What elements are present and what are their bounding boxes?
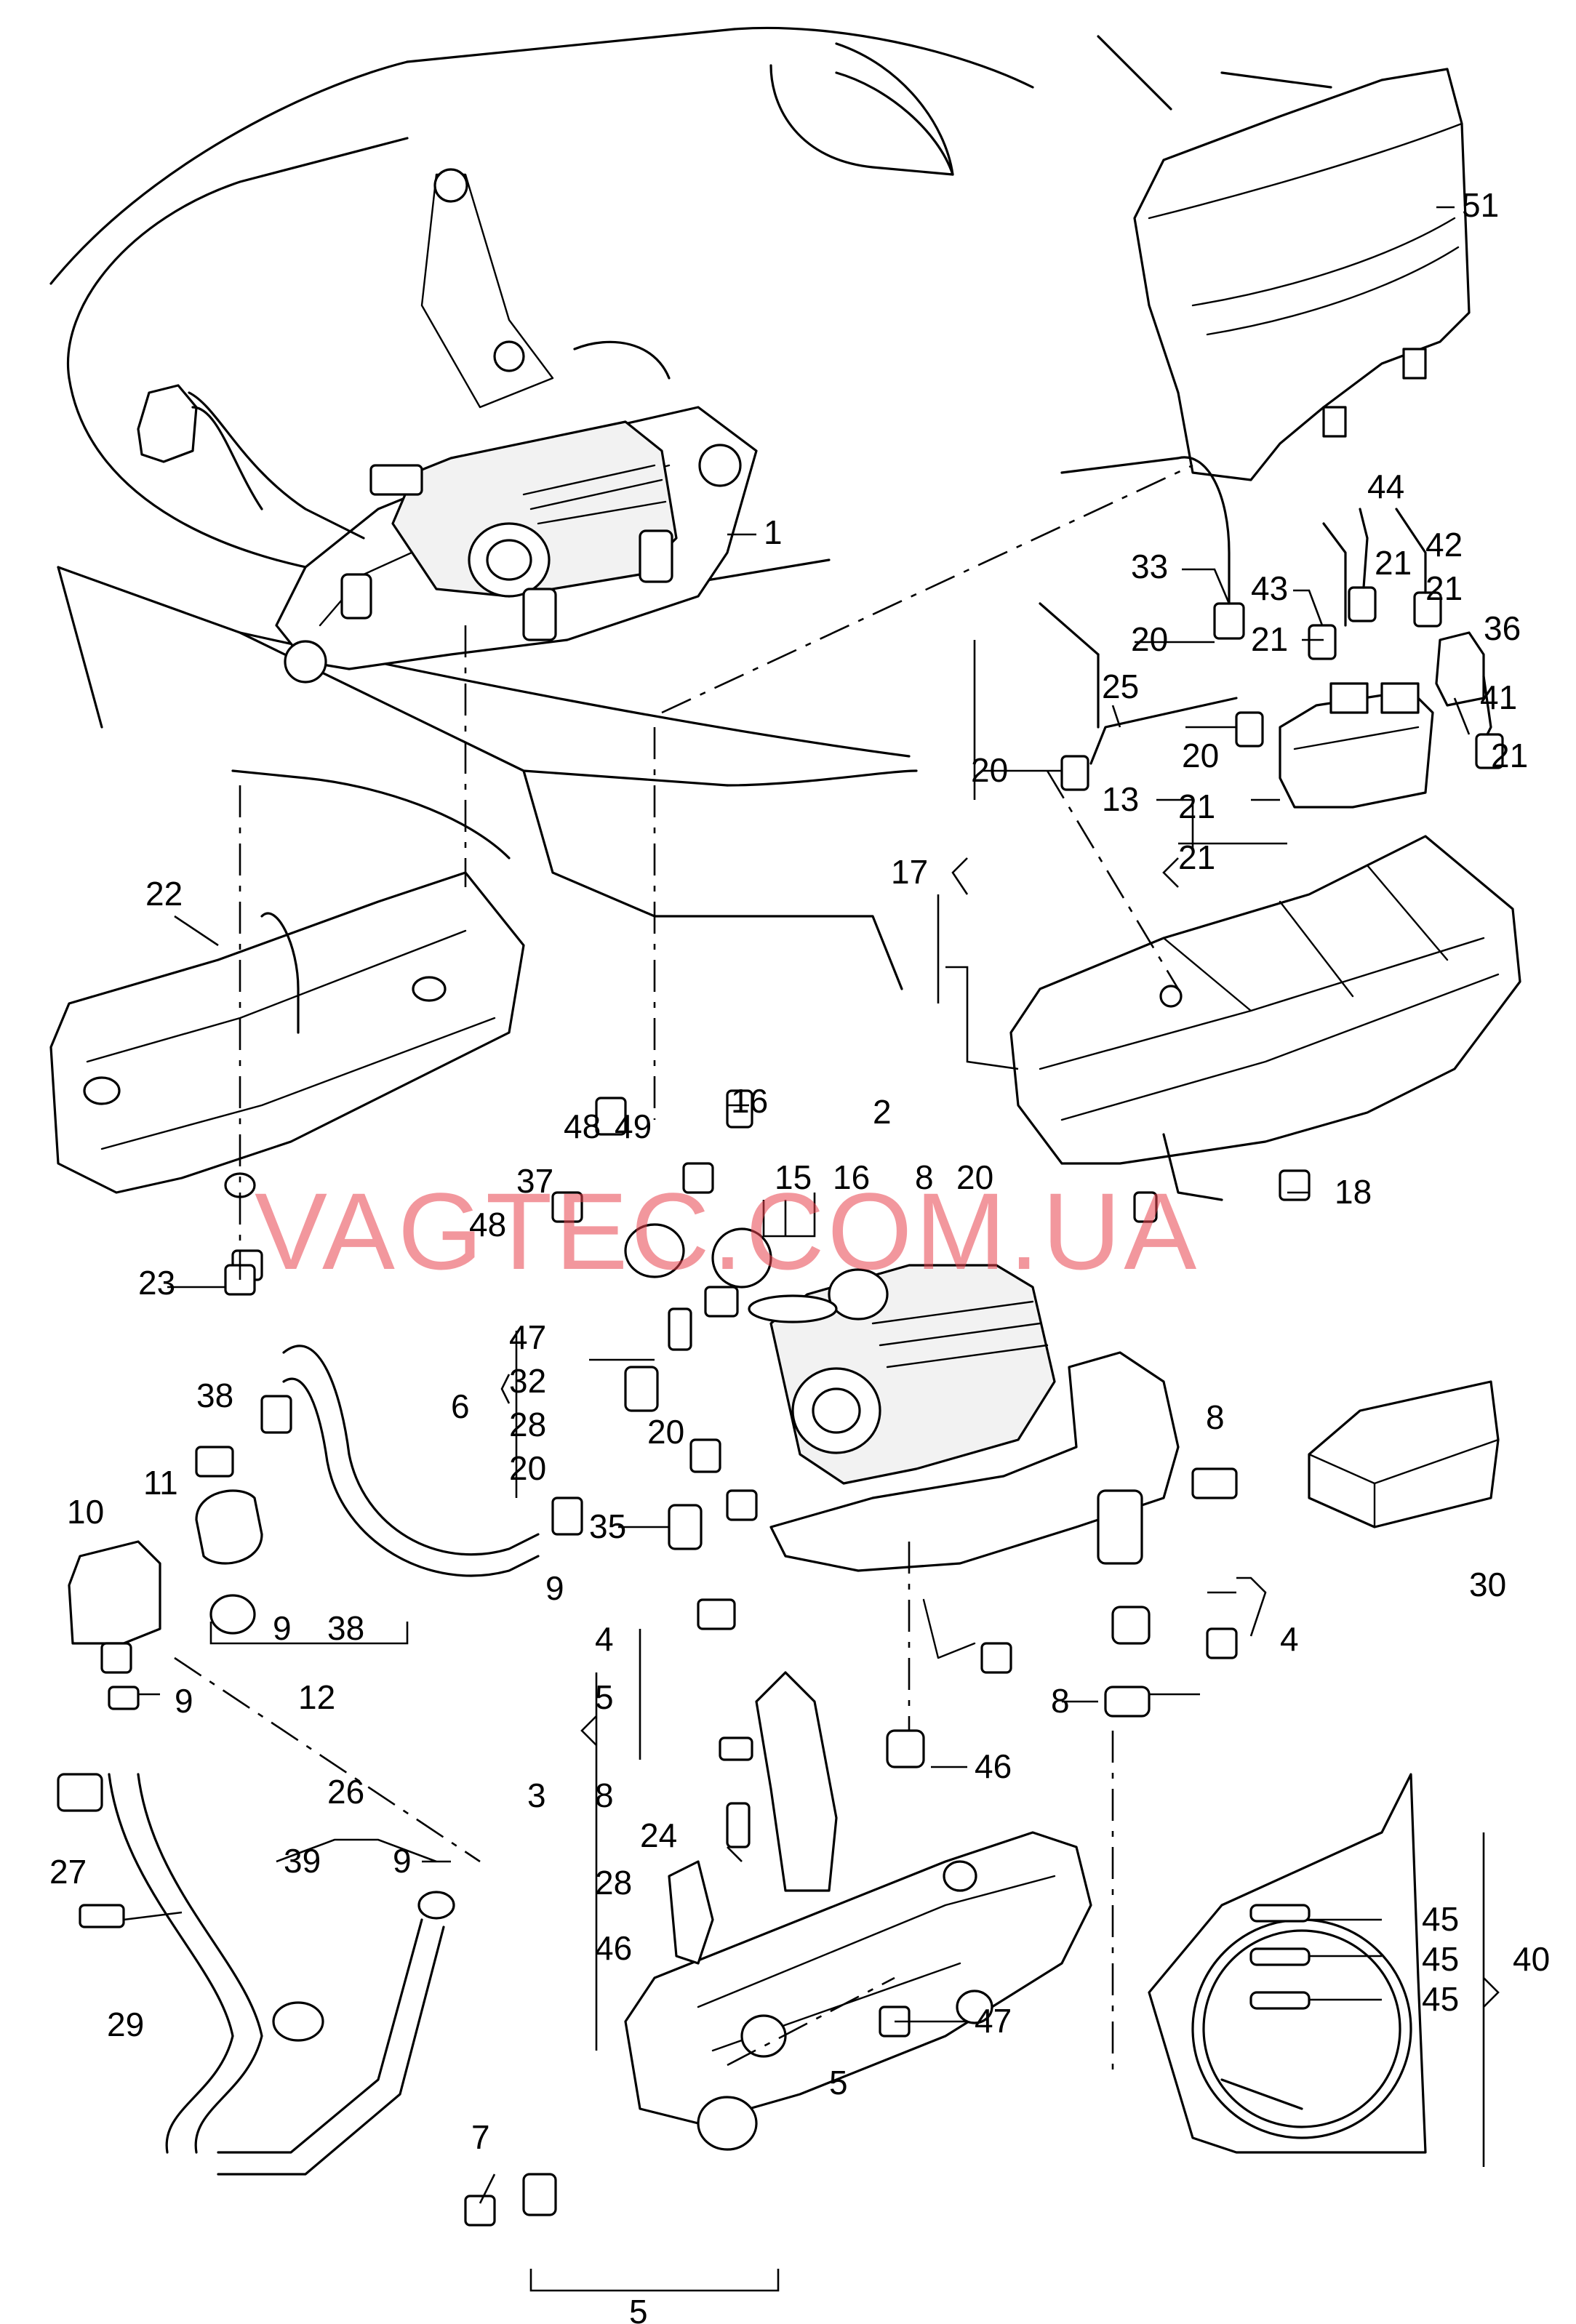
callout-47-b: 47 (975, 2002, 1012, 2040)
callout-51: 51 (1462, 186, 1499, 224)
compressor-carrier-top (188, 168, 758, 684)
callout-6: 6 (451, 1387, 470, 1425)
callout-3: 3 (527, 1776, 546, 1814)
callout-35: 35 (589, 1507, 626, 1545)
repair-kit-40 (1148, 1773, 1427, 2154)
callout-46-b: 46 (595, 1929, 632, 1967)
relay-top-left (137, 384, 263, 510)
callout-8-c: 8 (1051, 1682, 1070, 1720)
valve-block-13 (1279, 631, 1485, 809)
group-braces (209, 640, 1500, 2292)
callout-20-b: 20 (1182, 737, 1219, 774)
callout-5-c: 5 (629, 2293, 648, 2324)
callout-21-d: 21 (1491, 737, 1528, 774)
callout-22: 22 (145, 875, 183, 913)
watermark: VAGTEC.COM.UA (255, 1170, 1199, 1292)
callout-5-a: 5 (595, 1678, 614, 1716)
callout-42: 42 (1425, 526, 1463, 564)
callout-25: 25 (1102, 668, 1139, 705)
construction-lines (174, 464, 1193, 2080)
filter-housing (195, 1395, 292, 1565)
callout-45-b: 45 (1422, 1940, 1459, 1978)
callout-33: 33 (1131, 548, 1168, 585)
callout-4-b: 4 (1280, 1620, 1299, 1658)
callout-21-b: 21 (1425, 569, 1463, 607)
callout-28-a: 28 (509, 1406, 546, 1443)
carrier-3 (624, 1671, 1092, 2151)
leader-lines (123, 206, 1471, 2204)
callout-45-c: 45 (1422, 1980, 1459, 2018)
callout-21-e: 21 (1178, 788, 1215, 825)
callout-11: 11 (143, 1464, 178, 1502)
callout-45-a: 45 (1422, 1900, 1459, 1938)
callout-17: 17 (891, 853, 928, 891)
callout-9-d: 9 (393, 1842, 412, 1880)
callout-12: 12 (298, 1678, 335, 1716)
callout-13: 13 (1102, 780, 1139, 818)
callout-20-a: 20 (1131, 620, 1168, 658)
air-compressor-middle (624, 1223, 1056, 1485)
callout-20-e: 20 (509, 1449, 546, 1487)
callout-10: 10 (67, 1493, 104, 1531)
callout-43: 43 (1251, 569, 1288, 607)
callout-28-b: 28 (595, 1864, 632, 1902)
callout-44: 44 (1367, 468, 1404, 505)
callout-27: 27 (49, 1853, 87, 1891)
callout-4-a: 4 (595, 1620, 614, 1658)
callout-29: 29 (107, 2006, 144, 2043)
small-parts (57, 1089, 1311, 2227)
callout-49: 49 (615, 1107, 652, 1145)
callout-21-f: 21 (1178, 838, 1215, 876)
carrier-17 (1009, 835, 1521, 1201)
callout-48-a: 48 (564, 1107, 601, 1145)
callout-37: 37 (516, 1162, 553, 1200)
callout-20-f: 20 (647, 1413, 684, 1451)
callout-1: 1 (764, 513, 783, 551)
callout-46-a: 46 (975, 1747, 1012, 1785)
hose-38 (282, 1345, 540, 1577)
callout-9-a: 9 (545, 1569, 564, 1607)
cover-51 (1133, 68, 1471, 481)
callout-24: 24 (640, 1816, 677, 1854)
intake-hose (108, 1773, 455, 2176)
callout-16-a: 16 (731, 1082, 768, 1120)
callout-21-a: 21 (1375, 544, 1412, 582)
callout-8-d: 8 (595, 1776, 614, 1814)
callout-39: 39 (284, 1842, 321, 1880)
relay-10 (68, 1540, 161, 1674)
callout-26: 26 (327, 1773, 364, 1811)
callout-9-b: 9 (273, 1609, 292, 1647)
callout-8-a: 8 (915, 1158, 934, 1196)
callout-5-b: 5 (829, 2064, 848, 2101)
control-unit-30 (1308, 1380, 1500, 1528)
callout-18: 18 (1335, 1173, 1372, 1211)
callout-23: 23 (138, 1264, 175, 1302)
callout-15: 15 (775, 1158, 812, 1196)
callout-9-c: 9 (175, 1682, 193, 1720)
air-compressor-top (340, 420, 678, 641)
callout-7: 7 (471, 2118, 490, 2156)
callout-20-c: 20 (971, 751, 1008, 789)
callout-40: 40 (1513, 1940, 1550, 1978)
callout-32: 32 (509, 1362, 546, 1400)
callout-38-a: 38 (196, 1377, 233, 1414)
callout-8-b: 8 (1206, 1398, 1225, 1436)
callout-48-b: 48 (469, 1206, 506, 1243)
callout-38-b: 38 (327, 1609, 364, 1647)
callout-36: 36 (1484, 609, 1521, 647)
part-callouts: 51 1 44 42 43 21 21 33 20 21 36 25 41 20… (49, 186, 1550, 2324)
bracket-compressor-right (769, 1351, 1180, 1659)
callout-21-c: 21 (1251, 620, 1288, 658)
callout-2: 2 (873, 1093, 892, 1131)
callout-41: 41 (1480, 678, 1517, 716)
callout-16-b: 16 (833, 1158, 870, 1196)
callout-47-a: 47 (509, 1318, 546, 1356)
callout-20-d: 20 (956, 1158, 993, 1196)
callout-30: 30 (1469, 1566, 1506, 1603)
